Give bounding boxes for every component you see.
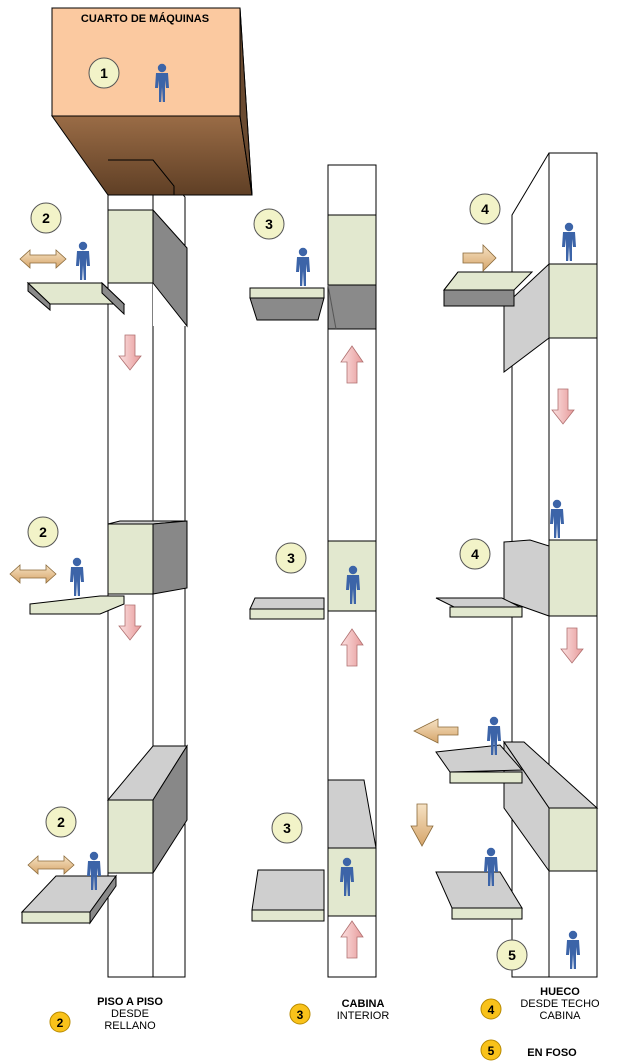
double-arrow-icon [27,855,75,875]
legend-badge-2-number: 2 [57,1016,64,1030]
shaft-2-landing-middle [249,597,325,620]
floor-marker-1 [30,202,62,234]
legend-cabin-title: CABINA [341,998,385,1010]
machine-room [51,7,253,196]
floor-marker-2-number: 2 [39,524,47,540]
floor-marker-3-number: 2 [57,814,65,830]
shaft-2-landing-top [249,287,325,321]
legend-shaft: HUECO DESDE TECHO CABINA [505,986,615,1022]
down-arrow-icon [410,803,434,847]
cabin-marker-2 [275,542,307,574]
legend-floor-to-floor-line1: DESDE [111,1008,149,1020]
cabin-marker-3-number: 3 [283,820,291,836]
cabin-marker-2-number: 3 [287,550,295,566]
machine-room-marker [88,57,120,89]
legend-floor-to-floor: PISO A PISO DESDE RELLANO [80,996,180,1032]
machine-room-marker-number: 1 [100,65,108,81]
shaft-3-car-middle [503,539,598,617]
legend-badge-4-number: 4 [488,1003,495,1017]
shaft-1-landing-middle [29,595,125,615]
down-arrow-icon [551,388,575,425]
legend-badge-3 [289,1003,311,1025]
person-icon [76,241,90,280]
shaft-marker-1-number: 4 [481,201,489,217]
legend-pit: EN FOSO [514,1047,590,1059]
legend-shaft-line2: CABINA [539,1010,581,1022]
shaft-1-landing-top [26,281,126,316]
legend-floor-to-floor-line2: RELLANO [104,1020,156,1032]
shaft-1-car-bottom [106,744,188,875]
shaft-3-car-top [503,262,598,374]
shaft-3-landing-upper-lower [435,744,524,784]
floor-marker-1-number: 2 [42,210,50,226]
legend-shaft-title: HUECO [540,986,580,998]
double-arrow-icon [19,249,67,269]
shaft-1-car-middle [107,520,188,595]
legend-badge-4 [480,998,502,1020]
pit-marker [496,939,528,971]
cabin-marker-3 [271,812,303,844]
legend-cabin: CABINA INTERIOR [326,998,400,1022]
up-arrow-icon [340,628,364,667]
left-arrow-icon [413,718,459,744]
up-arrow-icon [340,920,364,959]
down-arrow-icon [118,604,142,641]
right-arrow-icon [462,244,497,272]
shaft-1-landing-bottom [20,874,117,925]
machine-room-title: CUARTO DE MÁQUINAS [81,12,209,25]
shaft-marker-2-number: 4 [471,546,479,562]
legend-floor-to-floor-title: PISO A PISO [97,996,163,1008]
shaft-3-landing-middle [435,597,523,618]
legend-cabin-line1: INTERIOR [336,1010,390,1022]
legend-badge-5 [480,1039,502,1061]
up-arrow-icon [340,345,364,384]
person-icon [70,557,84,596]
pit-marker-number: 5 [508,947,516,963]
cabin-marker-1-number: 3 [265,216,273,232]
legend-shaft-line1: DESDE TECHO [520,998,600,1010]
down-arrow-icon [560,627,584,664]
shaft-marker-2 [459,538,491,570]
double-arrow-icon [9,564,57,584]
legend-badge-2 [49,1011,71,1033]
person-icon [296,247,310,286]
floor-marker-2 [27,516,59,548]
down-arrow-icon [118,334,142,371]
cabin-marker-1 [253,208,285,240]
shaft-2-car-top [327,214,377,286]
shaft-1 [106,159,188,978]
shaft-2-landing-bottom [251,869,325,922]
shaft-marker-1 [469,193,501,225]
legend-badge-5-number: 5 [488,1044,495,1058]
legend-pit-title: EN FOSO [527,1047,577,1059]
shaft-3-landing-top [442,271,534,307]
shaft-3-landing-bottom [435,871,523,920]
legend-badge-3-number: 3 [297,1008,304,1022]
floor-marker-3 [45,806,77,838]
shaft-2-car-bottom [327,847,377,917]
shaft-1-car-top [107,208,188,328]
